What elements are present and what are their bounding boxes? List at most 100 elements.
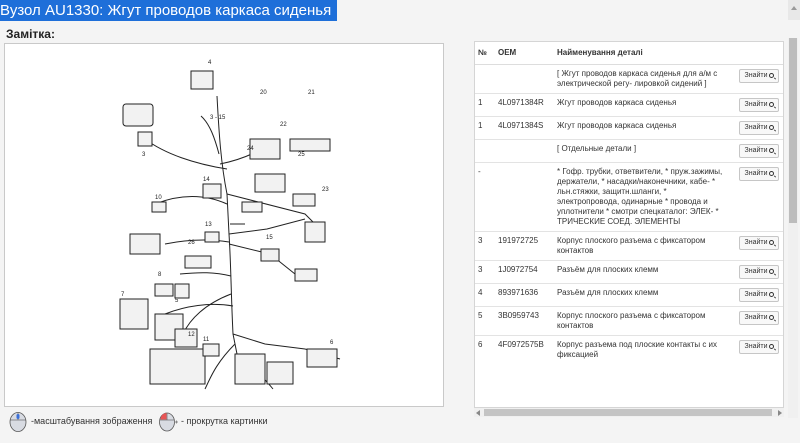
find-button-label: Знайти (744, 342, 768, 350)
horizontal-scrollbar[interactable] (474, 408, 784, 417)
row-oem (495, 63, 554, 93)
row-part-name: Разъём для плоских клемм (554, 259, 726, 283)
row-number: 1 (475, 92, 495, 116)
search-icon (768, 124, 774, 130)
row-action: Знайти (726, 305, 783, 335)
find-button-label: Знайти (744, 169, 768, 177)
chevron-left-icon[interactable] (476, 410, 480, 416)
search-icon (768, 268, 774, 274)
note-label: Замітка: (6, 27, 55, 41)
row-action: Знайти (726, 282, 783, 306)
row-part-name: Разъём для плоских клемм (554, 282, 726, 306)
find-button-label: Знайти (744, 71, 768, 79)
find-button[interactable]: Знайти (739, 235, 779, 250)
scrollbar-thumb[interactable] (484, 409, 772, 416)
find-button[interactable]: Знайти (739, 287, 779, 302)
parts-panel-scrollbar[interactable] (788, 38, 798, 418)
callout-label: 8 (158, 272, 162, 278)
table-row: -* Гофр. трубки, ответвители, * пруж.заж… (475, 161, 783, 231)
find-button[interactable]: Знайти (739, 166, 779, 181)
row-oem: 1J0972754 (495, 259, 554, 283)
column-header-no: № (475, 42, 495, 65)
mouse-wheel-icon (9, 412, 27, 432)
callout-label: 7 (121, 292, 125, 298)
row-number: 3 (475, 259, 495, 283)
callout-label: 3 (142, 152, 146, 158)
mouse-drag-icon (159, 412, 178, 432)
row-part-name: Корпус плоского разъема с фиксатором кон… (554, 305, 726, 335)
row-number (475, 63, 495, 93)
find-button-label: Знайти (744, 313, 768, 321)
find-button-label: Знайти (744, 123, 768, 131)
table-header-row: № ОЕМ Найменування деталі (475, 42, 783, 65)
window-title: Вузол AU1330: Жгут проводов каркаса сиде… (0, 0, 338, 21)
row-oem: 4L0971384R (495, 92, 554, 116)
scrollbar-thumb[interactable] (789, 38, 797, 223)
row-number (475, 138, 495, 162)
callout-label: 24 (247, 146, 254, 152)
scroll-hint-text: - прокрутка картинки (181, 416, 268, 426)
row-oem (495, 138, 554, 162)
row-action: Знайти (726, 259, 783, 283)
row-oem: 3B0959743 (495, 305, 554, 335)
find-button[interactable]: Знайти (739, 68, 779, 83)
find-button-label: Знайти (744, 146, 768, 154)
callout-label: 12 (188, 332, 195, 338)
search-icon (768, 239, 774, 245)
row-number: 5 (475, 305, 495, 335)
callout-label: 15 (266, 235, 273, 241)
callout-label: 23 (322, 187, 329, 193)
chevron-right-icon[interactable] (778, 410, 782, 416)
column-header-oem: ОЕМ (495, 42, 554, 65)
row-number: - (475, 161, 495, 231)
search-icon (768, 170, 774, 176)
parts-table: № ОЕМ Найменування деталі [ Жгут проводо… (475, 42, 783, 364)
top-scroll-up-button[interactable] (788, 0, 800, 20)
wiring-harness-drawing: 4 20 21 3 - 15 22 3 24 25 14 23 10 13 15… (119, 60, 341, 390)
search-icon (768, 72, 774, 78)
row-action: Знайти (726, 334, 783, 364)
row-number: 6 (475, 334, 495, 364)
row-oem: 4F0972575B (495, 334, 554, 364)
callout-label: 11 (203, 337, 210, 343)
row-part-name: Жгут проводов каркаса сиденья (554, 92, 726, 116)
find-button-label: Знайти (744, 238, 768, 246)
find-button[interactable]: Знайти (739, 97, 779, 112)
scroll-hint: - прокрутка картинки (158, 410, 268, 432)
row-action: Знайти (726, 115, 783, 139)
row-part-name: Корпус разъема под плоские контакты с их… (554, 334, 726, 364)
row-action: Знайти (726, 92, 783, 116)
parts-list-panel: № ОЕМ Найменування деталі [ Жгут проводо… (474, 41, 784, 408)
row-part-name: Жгут проводов каркаса сиденья (554, 115, 726, 139)
find-button[interactable]: Знайти (739, 264, 779, 279)
find-button[interactable]: Знайти (739, 339, 779, 354)
find-button[interactable]: Знайти (739, 143, 779, 158)
callout-label: 14 (203, 177, 210, 183)
search-icon (768, 147, 774, 153)
callout-label: 3 - 15 (210, 115, 226, 121)
chevron-up-icon (791, 6, 797, 10)
callout-label: 26 (188, 240, 195, 246)
callout-label: 10 (155, 195, 162, 201)
row-part-name: * Гофр. трубки, ответвители, * пруж.зажи… (554, 161, 726, 231)
find-button-label: Знайти (744, 267, 768, 275)
row-part-name: Корпус плоского разъема с фиксатором кон… (554, 230, 726, 260)
column-header-action (726, 42, 783, 65)
row-oem: 4L0971384S (495, 115, 554, 139)
callout-label: 5 (175, 298, 179, 304)
table-row: [ Жгут проводов каркаса сиденья для а/м … (475, 63, 783, 93)
find-button[interactable]: Знайти (739, 310, 779, 325)
zoom-hint-text: -масштабування зображення (31, 416, 153, 426)
row-oem: 191972725 (495, 230, 554, 260)
search-icon (768, 343, 774, 349)
callout-label: 6 (330, 340, 334, 346)
parts-diagram[interactable]: 4 20 21 3 - 15 22 3 24 25 14 23 10 13 15… (4, 43, 444, 407)
table-row: [ Отдельные детали ]Знайти (475, 138, 783, 162)
find-button-label: Знайти (744, 290, 768, 298)
callout-label: 21 (308, 90, 315, 96)
callout-label: 25 (298, 152, 305, 158)
find-button[interactable]: Знайти (739, 120, 779, 135)
